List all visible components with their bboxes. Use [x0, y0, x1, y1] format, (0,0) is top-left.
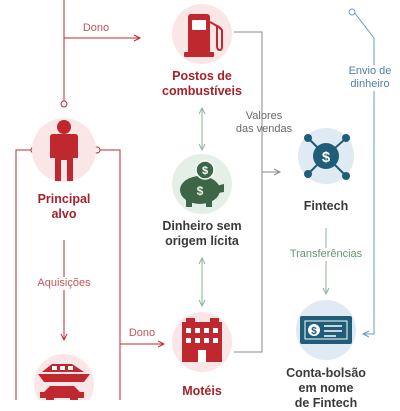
svg-text:$: $	[197, 184, 204, 198]
pocket-account-label: Conta-bolsão em nome de Fintech	[276, 366, 376, 411]
gas-stations-label-line1: Postos de	[172, 69, 232, 83]
owner-top-label: Dono	[80, 22, 112, 36]
sales-values-label: Valores das vendas	[232, 110, 296, 136]
gas-pump-icon	[172, 4, 232, 64]
money-transfer-label: Envio de dinheiro	[340, 65, 400, 92]
main-target-label: Principal alvo	[20, 192, 108, 222]
motels-label-text: Motéis	[182, 384, 222, 398]
connector-target-left	[15, 149, 34, 400]
money-transfer-label-line1: Envio de	[348, 65, 392, 77]
main-target-label-line2: alvo	[51, 207, 77, 221]
motels-label: Motéis	[170, 384, 234, 399]
yacht-car-icon	[34, 354, 94, 400]
acquisitions-label: Aquisições	[32, 277, 96, 291]
transfers-label: Transferências	[282, 248, 370, 262]
fintech-label-text: Fintech	[303, 199, 349, 213]
gas-stations-label: Postos de combustíveis	[150, 69, 254, 99]
svg-text:$: $	[322, 149, 331, 166]
svg-text:$: $	[202, 165, 208, 177]
illicit-money-label: Dinheiro sem origem lícita	[146, 219, 258, 249]
piggy-bank-icon: $ $	[172, 154, 232, 214]
fintech-network-icon: $	[298, 128, 354, 184]
svg-text:$: $	[311, 326, 317, 337]
connector-target-right	[97, 149, 121, 400]
fintech-label: Fintech	[290, 199, 362, 214]
illicit-money-label-line2: origem lícita	[165, 234, 239, 248]
building-icon	[172, 312, 232, 372]
main-target-label-line1: Principal	[37, 192, 91, 206]
person-icon	[32, 118, 96, 182]
connector-sales-values	[234, 31, 263, 353]
pocket-account-label-line2: em nome	[298, 381, 354, 395]
connector-money-transfer	[353, 11, 375, 335]
money-transfer-label-line2: dinheiro	[350, 78, 390, 91]
illicit-money-label-line1: Dinheiro sem	[162, 219, 242, 233]
sales-values-label-line2: das vendas	[235, 123, 293, 136]
gas-stations-label-line2: combustíveis	[162, 84, 242, 98]
pocket-account-label-line1: Conta-bolsão	[286, 366, 366, 380]
banknote-icon: $	[296, 300, 356, 360]
money-flow-diagram: $ $ $ $	[15, 0, 375, 400]
pocket-account-label-line3: de Fintech	[294, 396, 358, 410]
owner-bottom-label: Dono	[126, 327, 158, 341]
sales-values-label-line1: Valores	[245, 110, 283, 122]
